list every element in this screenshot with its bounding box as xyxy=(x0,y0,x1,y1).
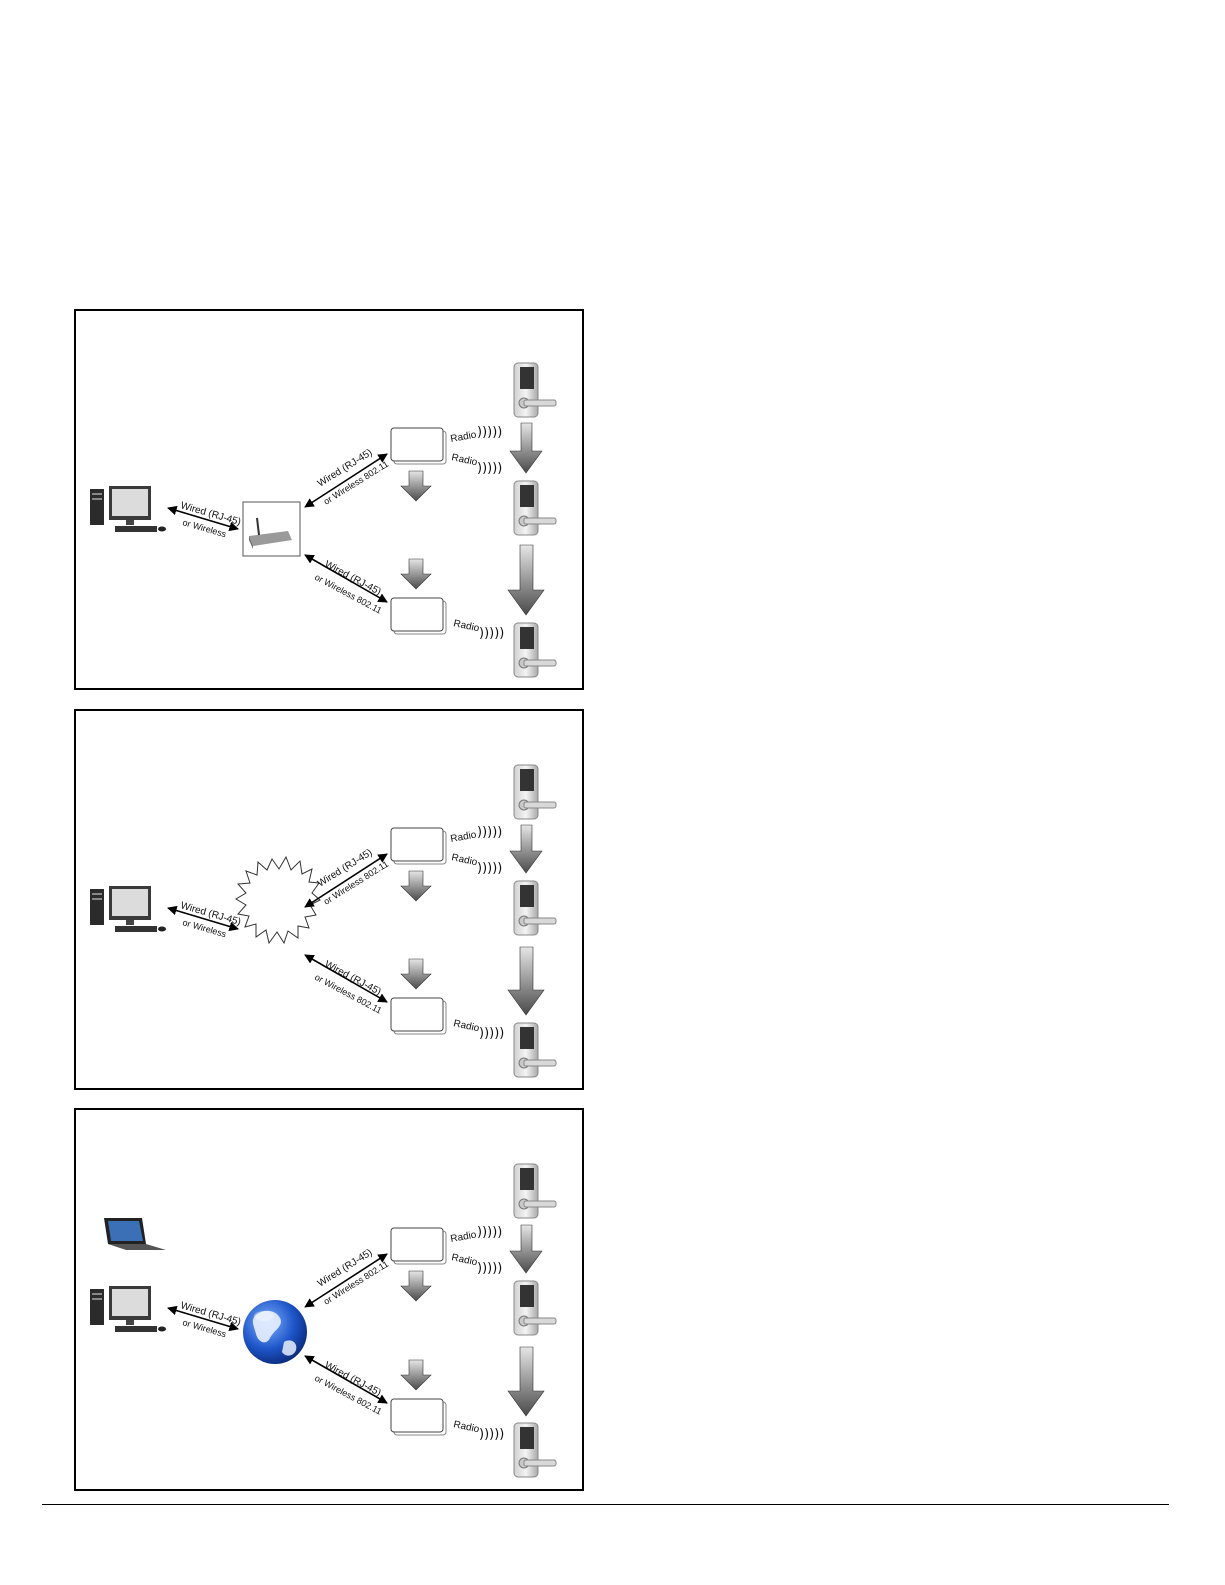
radio-waves-icon: ))))) xyxy=(479,626,504,641)
down-arrow-icon xyxy=(507,544,545,616)
diagram-panel-internet: Wired (RJ-45) or Wireless Wired (RJ-45) … xyxy=(74,1108,584,1491)
radio-waves-icon: ))))) xyxy=(479,1026,504,1041)
down-arrow-icon xyxy=(400,958,432,990)
keypad-lock-icon xyxy=(513,362,557,418)
keypad-lock-icon xyxy=(513,1163,557,1219)
desktop-computer-icon xyxy=(90,486,166,532)
down-arrow-icon xyxy=(400,870,432,902)
radio-waves-icon: ))))) xyxy=(477,1261,502,1276)
radio-waves-icon: ))))) xyxy=(477,825,502,840)
diagram-canvas: Wired (RJ-45) or Wireless Wired (RJ-45) … xyxy=(90,764,557,1078)
desktop-computer-icon xyxy=(90,1286,166,1332)
gateway-box-lower xyxy=(390,1398,447,1436)
radio-label: Radio xyxy=(452,1419,480,1435)
radio-waves-icon: ))))) xyxy=(477,861,502,876)
radio-label: Radio xyxy=(452,618,480,634)
down-arrow-icon xyxy=(400,470,432,502)
radio-label: Radio xyxy=(450,852,478,868)
diagram-panel-network: Wired (RJ-45) or Wireless Wired (RJ-45) … xyxy=(74,709,584,1090)
down-arrow-icon xyxy=(507,946,545,1016)
gateway-box-upper xyxy=(390,827,447,865)
radio-waves-icon: ))))) xyxy=(477,425,502,440)
keypad-lock-icon xyxy=(513,480,557,536)
down-arrow-icon xyxy=(400,1270,432,1302)
desktop-computer-icon xyxy=(90,886,166,932)
router-icon xyxy=(242,501,301,557)
down-arrow-icon xyxy=(400,1359,432,1391)
network-cloud-icon xyxy=(235,855,321,945)
down-arrow-icon xyxy=(509,824,543,874)
radio-label: Radio xyxy=(450,452,478,468)
keypad-lock-icon xyxy=(513,1422,557,1478)
radio-waves-icon: ))))) xyxy=(477,1225,502,1240)
footer-rule xyxy=(42,1504,1169,1505)
gateway-box-upper xyxy=(390,1227,447,1265)
radio-label: Radio xyxy=(450,1252,478,1268)
gateway-box-upper xyxy=(390,427,447,465)
keypad-lock-icon xyxy=(513,880,557,936)
keypad-lock-icon xyxy=(513,764,557,820)
radio-label: Radio xyxy=(450,430,478,445)
diagram-panel-router: Wired (RJ-45) or Wireless Wired (RJ-45) … xyxy=(74,309,584,690)
down-arrow-icon xyxy=(509,422,543,474)
down-arrow-icon xyxy=(509,1224,543,1274)
radio-waves-icon: ))))) xyxy=(477,461,502,476)
globe-icon xyxy=(243,1300,307,1364)
keypad-lock-icon xyxy=(513,1280,557,1336)
down-arrow-icon xyxy=(400,558,432,590)
laptop-icon xyxy=(104,1218,166,1250)
gateway-box-lower xyxy=(390,597,447,635)
radio-label: Radio xyxy=(450,1230,478,1245)
down-arrow-icon xyxy=(507,1346,545,1417)
gateway-box-lower xyxy=(390,997,447,1035)
diagram-canvas: Wired (RJ-45) or Wireless Wired (RJ-45) … xyxy=(90,1163,557,1478)
diagram-canvas: Wired (RJ-45) or Wireless Wired (RJ-45) … xyxy=(90,362,557,678)
radio-label: Radio xyxy=(450,830,478,845)
keypad-lock-icon xyxy=(513,1022,557,1078)
radio-label: Radio xyxy=(452,1018,480,1034)
keypad-lock-icon xyxy=(513,622,557,678)
radio-waves-icon: ))))) xyxy=(479,1427,504,1442)
